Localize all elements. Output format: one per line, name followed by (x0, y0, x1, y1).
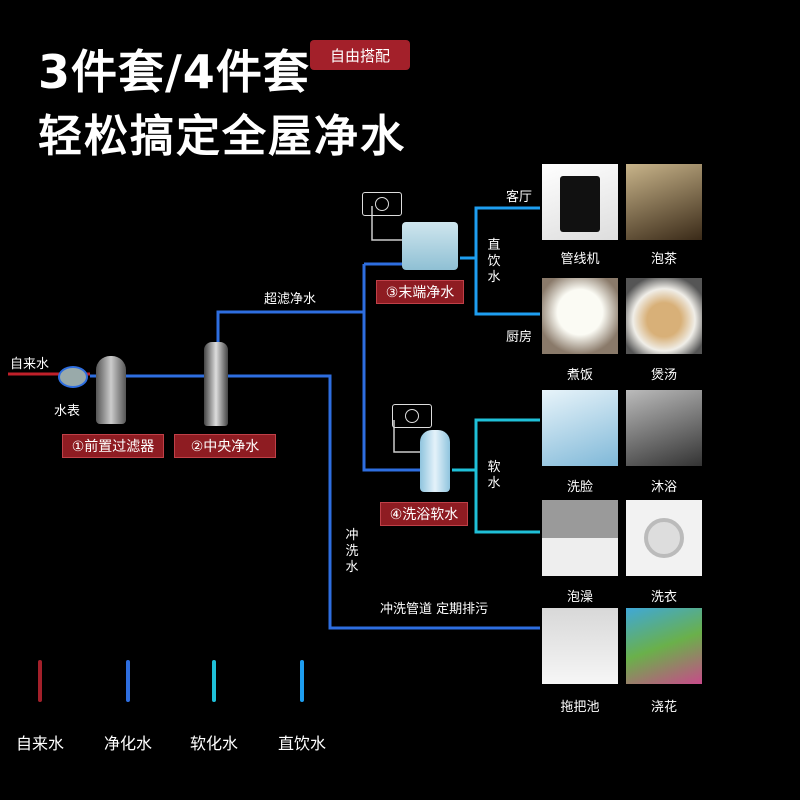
tea-image (626, 164, 702, 240)
shower-image (626, 390, 702, 466)
kitchen-label: 厨房 (506, 330, 533, 345)
direct-drink-pipes (460, 206, 540, 316)
scene-caption: 泡澡 (566, 590, 593, 605)
central-purifier-label: ②中央净水 (174, 434, 276, 458)
soft-water-label: 软水 (487, 460, 501, 491)
terminal-purifier-icon (402, 222, 458, 270)
legend-swatch-direct (300, 660, 304, 702)
soup-image (626, 278, 702, 354)
rice-image (542, 278, 618, 354)
scene-caption: 煮饭 (566, 368, 593, 383)
pipeline-dispenser-image (542, 164, 618, 240)
meter-label: 水表 (54, 404, 81, 419)
soft-water-pipes (452, 418, 540, 534)
legend-label-purified: 净化水 (104, 734, 153, 753)
scene-caption: 沐浴 (650, 480, 677, 495)
scene-caption: 洗衣 (650, 590, 677, 605)
legend-label-direct: 直饮水 (278, 734, 327, 753)
softener-label: ④洗浴软水 (380, 502, 468, 526)
scene-caption: 泡茶 (650, 252, 677, 267)
tap-water-label: 自来水 (10, 357, 50, 372)
mop-sink-image (542, 608, 618, 684)
pre-filter-label: ①前置过滤器 (62, 434, 164, 458)
terminal-purifier-label: ③末端净水 (376, 280, 464, 304)
watering-flowers-image (626, 608, 702, 684)
ultra-filter-label: 超滤净水 (264, 292, 317, 307)
scene-caption: 拖把池 (560, 700, 600, 715)
water-meter-icon (58, 366, 88, 388)
living-room-label: 客厅 (506, 190, 533, 205)
scene-caption: 管线机 (560, 252, 600, 267)
pre-filter-icon (96, 356, 126, 424)
legend-swatch-tap (38, 660, 42, 702)
legend-label-soft: 软化水 (190, 734, 239, 753)
power-outlet-icon (362, 192, 402, 216)
title-line-2: 轻松搞定全屋净水 (38, 111, 406, 162)
bathtub-image (542, 500, 618, 576)
free-match-badge: 自由搭配 (310, 40, 410, 70)
water-softener-icon (420, 430, 450, 492)
scene-caption: 煲汤 (650, 368, 677, 383)
scene-caption: 洗脸 (566, 480, 593, 495)
central-purifier-icon (204, 342, 228, 426)
title-line-1: 3件套/4件套 (38, 45, 310, 99)
scene-caption: 浇花 (650, 700, 677, 715)
legend-swatch-purified (126, 660, 130, 702)
direct-drink-label: 直饮水 (487, 238, 501, 285)
power-outlet-icon (392, 404, 432, 428)
face-wash-image (542, 390, 618, 466)
legend-label-tap: 自来水 (16, 734, 65, 753)
legend-swatch-soft (212, 660, 216, 702)
flush-pipe-label: 冲洗管道 定期排污 (380, 602, 489, 617)
flush-water-label: 冲洗水 (345, 528, 359, 575)
washing-machine-image (626, 500, 702, 576)
